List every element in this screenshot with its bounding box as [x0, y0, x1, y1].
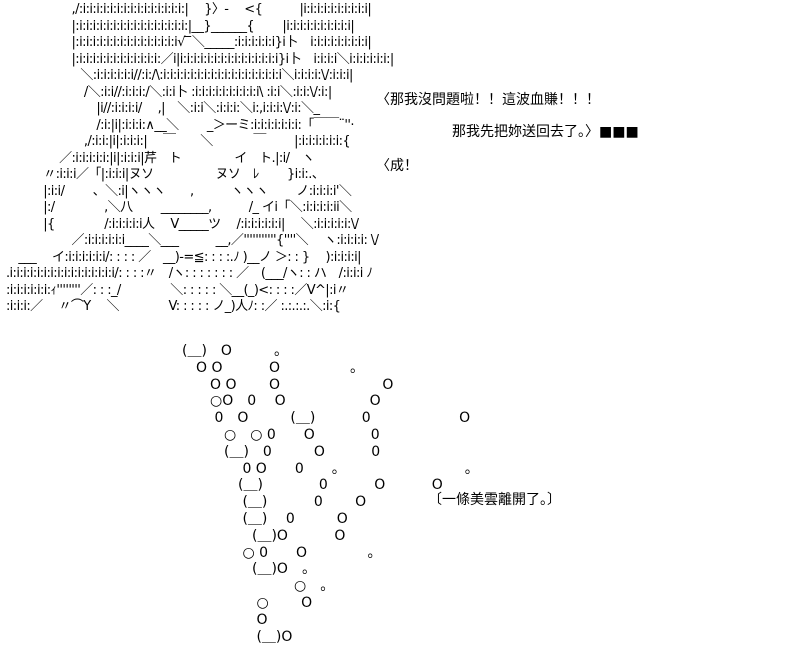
- art-line: :i:i:i:／ 〃⌒Υ ＼ V: : : : : ノ_)人ﾉ: :／ :.:.…: [6, 299, 341, 314]
- art-line: |:i:i:i:i:i:i:i:i:i:i:i:i:／i|i:i:i:i:i:i…: [6, 51, 395, 67]
- art-line: ／:i:i:i:i:i:i____＼___ __,／'''''''''''{''…: [6, 233, 379, 248]
- art-line: ,/:i:i:i:i:i:i:i:i:i:i:i:i:i:i:i:| }〉- <…: [6, 2, 372, 17]
- art-line: 〃:i:i:i／「|:i:i:i|ヌソ ヌソ ﾚ }i:i:.、: [6, 167, 325, 182]
- art-line: ＼:i:i:i:i:i:i//:i:/\:i:i:i:i:i:i:i:i:i:i…: [6, 68, 353, 83]
- bubble-row: (＿)O O: [0, 527, 346, 544]
- art-line: /:i:|i|:i:i:i:∧__＼ _＞ーミ:i:i:i:i:i:i:i:「￣…: [6, 117, 354, 133]
- bubble-row: (＿) 0 O 0: [0, 443, 381, 460]
- art-line: |:i:i:i:i:i:i:i:i:i:i:i:i:i:i:i:i:|__}__…: [6, 18, 355, 34]
- art-line: ___ イ:i:i:i:i:i:i/: : : : ／ __)-=≦: : : …: [6, 249, 361, 265]
- bubble-row: (＿) O 。: [0, 343, 288, 359]
- art-line: .i:i:i:i:i:i:i:i:i:i:i:i:i:i:i:i/: : : :…: [6, 266, 373, 281]
- bubble-row: O: [0, 611, 268, 628]
- art-line: |:/ ,＼八 ________, /_ イi「＼:i:i:i:i:ii＼: [6, 200, 352, 215]
- bubble-row: ○ 。: [0, 578, 335, 595]
- art-line: ／:i:i:i:i:i:|i|:i:i:i|芹 ト イ ト.|:i/ ヽ: [6, 150, 315, 166]
- dialogue-line-1: 〈那我沒問題啦！！這波血賺！！！: [376, 92, 600, 108]
- bubble-row: (＿) 0 O: [0, 511, 348, 527]
- dialogue-line-2: 那我先把妳送回去了。〉■■■: [452, 124, 639, 140]
- bubble-row: 0 O (＿) 0 O: [0, 410, 471, 427]
- bubble-row: (＿) 0 O: [0, 494, 367, 511]
- art-line: ,/:i:i:|i|:i:i:i:| ￣ ＼ ￣ |:i:i:i:i:i:i:{: [6, 134, 351, 149]
- art-line: |i//:i:i:i:i/ ,| ＼:i:i＼:i:i:i:＼i:,i:i:i:…: [6, 101, 320, 116]
- dialogue-line-3: 〈成！: [376, 158, 418, 174]
- bubble-row: O O O 。: [0, 359, 364, 376]
- bubble-row: ○O 0 O O: [0, 393, 381, 410]
- art-line: /＼:i:i//:i:i:i:/＼:i:i卜 :i:i:i:i:i:i:i:i:…: [6, 84, 332, 100]
- art-line: |:i:i/ 、＼:i|ヽヽヽ , ヽヽヽ ノ:i:i:i:i'＼: [6, 183, 352, 199]
- art-line: |{ /:i:i:i:i:i人 V_____ツ /:i:i:i:i:i:i| ＼…: [6, 216, 359, 232]
- bubble-row: (＿) 0 O O: [0, 477, 443, 494]
- bubble-row: ○ O: [0, 595, 313, 611]
- bubble-row: ○ ○ 0 O 0: [0, 427, 380, 443]
- art-line: :i:i:i:i:i:i:ｨ''''''''／: : :_/ ＼: : : : …: [6, 282, 349, 298]
- bubble-row: 0 O 0 。 。: [0, 460, 479, 477]
- bubble-row: ○ 0 O 。: [0, 544, 382, 561]
- dialogue-line-4: 〔一條美雲離開了。〕: [428, 492, 561, 508]
- character-ascii-art: ,/:i:i:i:i:i:i:i:i:i:i:i:i:i:i:i:| }〉- <…: [6, 2, 394, 316]
- bubble-row: (＿)O 。: [0, 561, 316, 578]
- bubble-row: O O O O: [0, 376, 394, 393]
- bubble-row: (＿)O: [0, 628, 293, 645]
- art-line: |:i:i:i:i:i:i:i:i:i:i:i:i:i:i:i√ ̄ ̄＼___…: [6, 35, 372, 50]
